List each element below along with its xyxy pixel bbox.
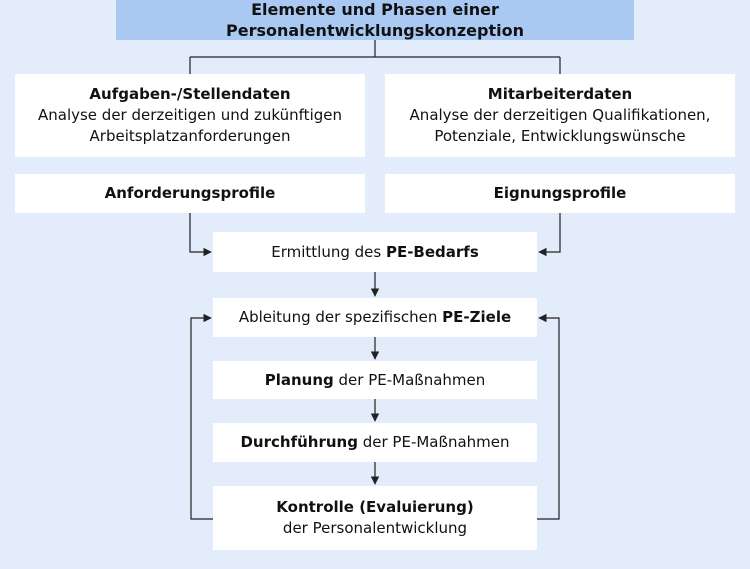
employee-data-text-line2: Potenziale, Entwicklungswünsche (434, 127, 686, 145)
goals-bold: PE-Ziele (442, 308, 512, 326)
needs-bold: PE-Bedarfs (385, 242, 479, 261)
goals-box: Ableitung der spezifischen PE-Ziele (213, 298, 537, 337)
execution-box: Durchführung der PE-Maßnahmen (213, 423, 537, 462)
requirement-profiles-box: Anforderungsprofile (15, 174, 365, 213)
title-box: Elemente und Phasen einer Personalentwic… (116, 0, 634, 40)
control-bold: Kontrolle (Evaluierung) (276, 498, 474, 516)
employee-data-heading: Mitarbeiterdaten (487, 85, 633, 103)
planning-suffix: der PE-Maßnahmen (333, 370, 486, 389)
aptitude-profiles-label: Eignungsprofile (493, 184, 627, 202)
arrow-aptitude-to-needs (538, 213, 561, 257)
needs-prefix: Ermittlung des (271, 242, 386, 261)
needs-box: Ermittlung des PE-Bedarfs (213, 232, 537, 272)
task-data-box: Aufgaben-/Stellendaten Analyse der derze… (15, 74, 365, 157)
feedback-loop-left (190, 313, 213, 520)
goals-prefix: Ableitung der spezifischen (238, 308, 443, 326)
execution-bold: Durchführung (240, 433, 358, 451)
planning-bold: Planung (264, 370, 334, 389)
feedback-loop-right (537, 313, 560, 520)
employee-data-text-line1: Analyse der derzeitigen Qualifikationen, (409, 106, 711, 124)
requirement-profiles-label: Anforderungsprofile (104, 184, 276, 202)
task-data-text-line2: Arbeitsplatzanforderungen (89, 127, 291, 145)
arrow-requirement-to-needs (189, 213, 212, 257)
diagram-title: Elemente und Phasen einer Personalentwic… (226, 0, 524, 40)
execution-suffix: der PE-Maßnahmen (357, 433, 510, 451)
planning-box: Planung der PE-Maßnahmen (213, 361, 537, 399)
control-box: Kontrolle (Evaluierung) der Personalentw… (213, 486, 537, 550)
task-data-heading: Aufgaben-/Stellendaten (89, 85, 291, 103)
control-line2: der Personalentwicklung (282, 519, 468, 537)
task-data-text-line1: Analyse der derzeitigen und zukünftigen (37, 106, 342, 124)
aptitude-profiles-box: Eignungsprofile (385, 174, 735, 213)
employee-data-box: Mitarbeiterdaten Analyse der derzeitigen… (385, 74, 735, 157)
